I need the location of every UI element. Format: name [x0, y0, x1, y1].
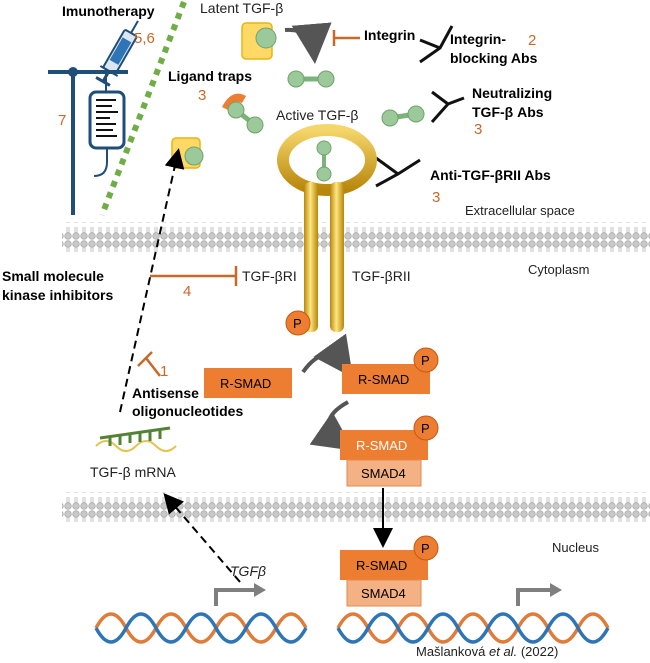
number-infusion: 7 — [58, 112, 66, 129]
label-receptor-i: TGF-βRI — [242, 268, 297, 284]
integrin-antibody-icon — [419, 25, 454, 64]
label-extracellular-space: Extracellular space — [465, 203, 575, 218]
number-ligand-traps: 3 — [198, 87, 206, 104]
secreted-latent-tgf-beta — [171, 137, 204, 169]
label-tgfb-gene: TGFβ — [230, 563, 266, 579]
number-immunotherapy: 5,6 — [134, 30, 155, 47]
r-smad-box-1 — [204, 368, 292, 398]
smad4-box-2 — [346, 579, 422, 607]
label-small-molecule-2: kinase inhibitors — [2, 287, 113, 303]
r-smad-label-1: R-SMAD — [220, 376, 271, 391]
iv-infusion-icon — [48, 67, 128, 215]
promoter-arrow-right — [516, 583, 562, 606]
label-receptor-ii: TGF-βRII — [352, 268, 411, 284]
citation-etal: et al. — [489, 644, 517, 659]
syringe-icon — [95, 20, 139, 87]
r-smad-phospho-4 — [413, 535, 439, 561]
antisense-inhibition — [137, 351, 161, 377]
neutralized-tgf-beta-dimer — [381, 105, 425, 127]
label-antisense-1: Antisense — [132, 385, 199, 401]
tgf-beta-receptor-complex — [277, 124, 377, 332]
smad4-box-1 — [346, 459, 422, 487]
secretion-arrow — [119, 148, 185, 413]
label-active-tgf-beta: Active TGF-β — [276, 107, 358, 123]
number-antisense: 1 — [160, 363, 168, 380]
immunotherapy-divider — [99, 0, 187, 217]
label-cytoplasm: Cytoplasm — [528, 262, 589, 277]
r-smad-phospho-3 — [413, 415, 439, 441]
label-tgf-beta-mrna: TGF-β mRNA — [90, 464, 176, 480]
dna-helix-left — [94, 612, 308, 644]
neutralizing-antibody-icon — [430, 90, 465, 123]
complex-formation-arrow — [309, 400, 354, 451]
phosphorylation-arrow — [301, 333, 353, 378]
number-integrin-abs: 2 — [528, 32, 536, 49]
r-smad-label-2: R-SMAD — [358, 372, 409, 387]
nuclear-membrane — [62, 492, 650, 522]
number-neutralizing: 3 — [474, 121, 482, 138]
label-nucleus: Nucleus — [552, 540, 599, 555]
phospho-label-3: P — [421, 421, 430, 436]
r-smad-box-2 — [342, 364, 430, 394]
label-neutralizing-2: TGF-β Abs — [472, 104, 544, 120]
r-smad-box-4 — [340, 550, 428, 580]
label-integrin-abs-1: Integrin- — [450, 31, 506, 47]
kinase-inhibition — [150, 266, 238, 286]
citation-year: (2022) — [521, 644, 559, 659]
tgf-beta-mrna-icon — [95, 426, 177, 452]
number-anti-receptor: 3 — [432, 189, 440, 206]
label-ligand-traps: Ligand traps — [168, 68, 252, 84]
ligand-trap-icon — [222, 93, 264, 134]
r-smad-box-3 — [340, 430, 428, 460]
label-latent-tgf-beta: Latent TGF-β — [200, 0, 283, 16]
plasma-membrane — [62, 222, 650, 252]
r-smad-phospho-2 — [413, 347, 439, 373]
active-tgf-beta-dimer — [287, 70, 335, 88]
transcription-arrow — [163, 492, 241, 583]
phospho-label-2: P — [421, 353, 430, 368]
label-integrin: Integrin — [364, 27, 415, 43]
r-smad-label-4: R-SMAD — [356, 558, 407, 573]
phospho-label-receptor: P — [293, 316, 302, 331]
phospho-label-4: P — [421, 541, 430, 556]
r-smad-label-3: R-SMAD — [356, 438, 407, 453]
activation-arrow — [284, 22, 332, 64]
label-neutralizing-1: Neutralizing — [472, 85, 552, 101]
label-antisense-2: oligonucleotides — [132, 403, 243, 419]
receptor-phospho-badge — [285, 310, 311, 336]
smad4-label-1: SMAD4 — [361, 466, 406, 481]
promoter-arrow-left — [214, 583, 266, 606]
number-kinase: 4 — [183, 283, 191, 300]
smad4-label-2: SMAD4 — [361, 586, 406, 601]
anti-receptor-antibody-icon — [375, 156, 421, 188]
label-integrin-abs-2: blocking Abs — [450, 50, 538, 66]
citation-author: Mašlanková — [416, 644, 486, 659]
latent-tgf-beta-complex — [241, 22, 277, 60]
label-immunotherapy: Imunotherapy — [62, 3, 155, 19]
dna-helix-right — [336, 612, 610, 644]
label-small-molecule-1: Small molecule — [2, 268, 104, 284]
label-anti-receptor-abs: Anti-TGF-βRII Abs — [430, 167, 551, 183]
citation: Mašlanková et al. (2022) — [416, 644, 558, 659]
integrin-inhibition — [332, 30, 360, 46]
